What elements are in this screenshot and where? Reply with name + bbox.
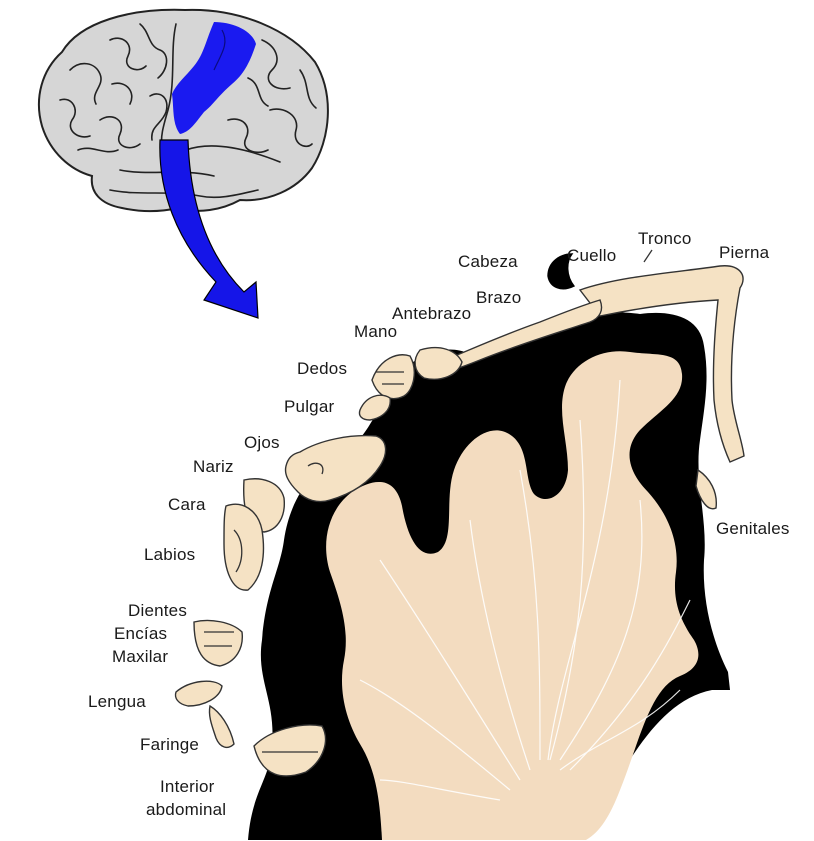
label-ojos: Ojos: [244, 433, 280, 452]
label-pulgar: Pulgar: [284, 397, 334, 416]
label-nariz: Nariz: [193, 457, 234, 476]
label-cabeza: Cabeza: [458, 252, 518, 271]
label-dientes: Dientes: [128, 601, 187, 620]
label-cara: Cara: [168, 495, 206, 514]
label-interior: Interior: [160, 777, 215, 796]
label-labios: Labios: [144, 545, 195, 564]
label-faringe: Faringe: [140, 735, 199, 754]
label-pierna: Pierna: [719, 243, 769, 262]
cortical-section: [176, 250, 745, 840]
label-maxilar: Maxilar: [112, 647, 168, 666]
label-cuello: Cuello: [567, 246, 616, 265]
label-lengua: Lengua: [88, 692, 146, 711]
label-tronco: Tronco: [638, 229, 691, 248]
label-encias: Encías: [114, 624, 167, 643]
label-brazo: Brazo: [476, 288, 521, 307]
label-antebrazo: Antebrazo: [392, 304, 471, 323]
label-mano: Mano: [354, 322, 397, 341]
brain-lateral-view: [39, 10, 328, 318]
label-genitales: Genitales: [716, 519, 790, 538]
label-dedos: Dedos: [297, 359, 347, 378]
label-abdominal: abdominal: [146, 800, 226, 819]
